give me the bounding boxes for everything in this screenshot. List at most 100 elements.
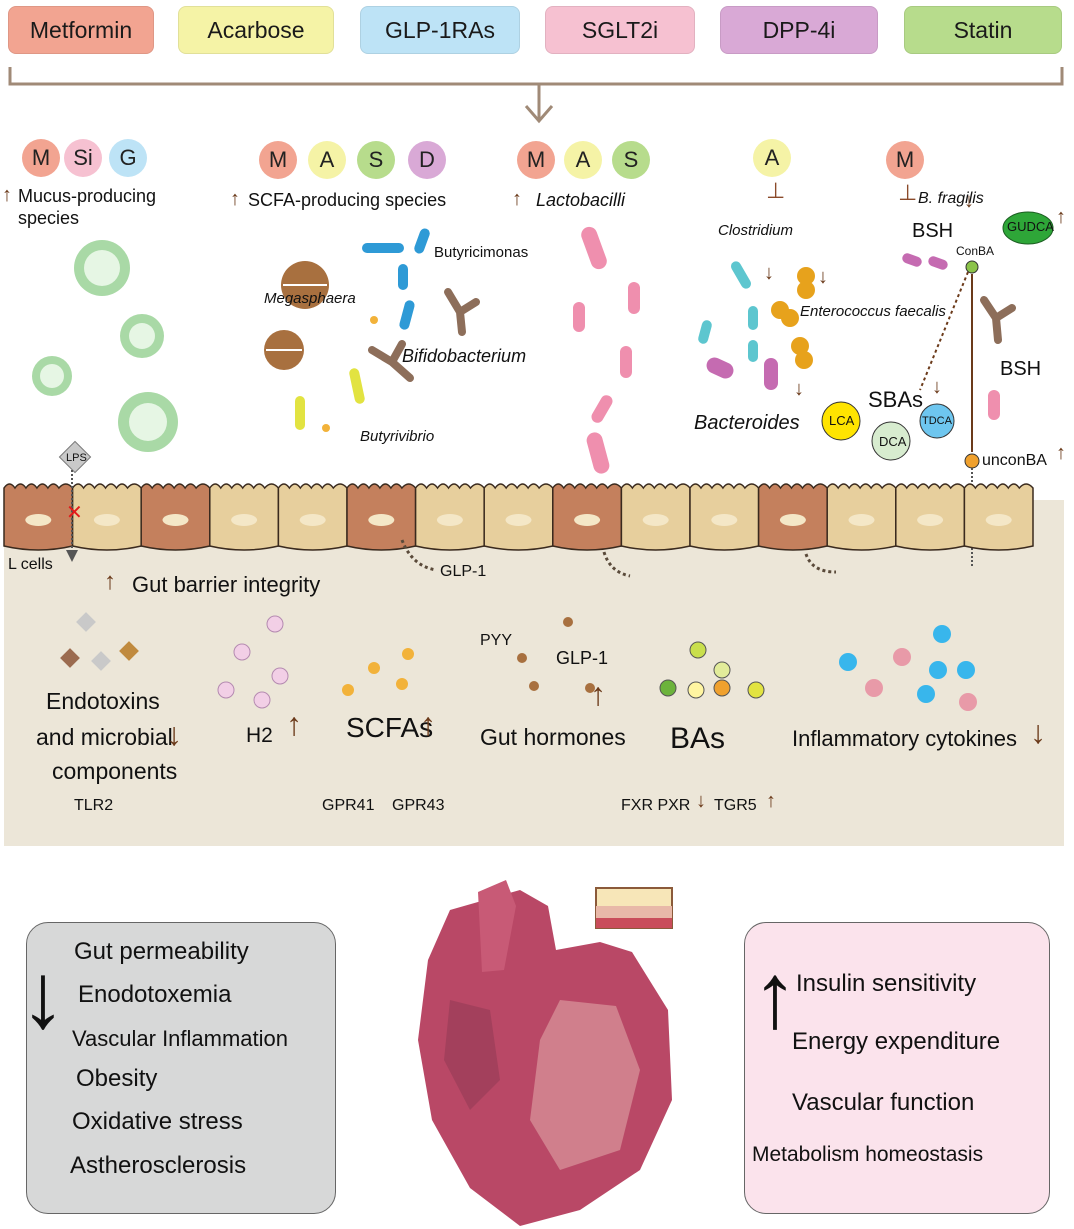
hormones-up-arrow: ↑ (590, 676, 606, 712)
lca-label: LCA (829, 413, 855, 428)
bile-graphics (821, 211, 1054, 566)
lacto-label: Lactobacilli (536, 190, 626, 210)
increase-item-2: Energy expenditure (792, 1028, 1001, 1055)
mucus-label-2: species (18, 208, 80, 228)
lps-marker (58, 440, 92, 562)
drug-metformin: Metformin (8, 6, 154, 54)
bsh-top-label: BSH (912, 220, 954, 242)
unconba-label: unconBA (982, 452, 1047, 469)
mucus-circle-m: M (22, 139, 60, 177)
species-butyricimonas: Butyricimonas (434, 244, 529, 261)
decrease-item-1: Gut permeability (74, 938, 249, 965)
clos-circle-a: A (753, 139, 791, 177)
cell-nucleus (505, 514, 532, 526)
lacto-up-arrow: ↑ (512, 188, 522, 210)
drug-statin: Statin (904, 6, 1062, 54)
endotoxins-line1: Endotoxins (46, 688, 160, 714)
hormones-label: Gut hormones (480, 724, 626, 750)
dca-label: DCA (879, 434, 907, 449)
increase-outcomes-box (744, 922, 1050, 1214)
bacteroides-down: ↓ (794, 378, 804, 400)
decrease-item-4: Obesity (76, 1065, 158, 1092)
other-bacteria (698, 261, 815, 390)
frag-down-arrow: ↓ (964, 190, 974, 212)
species-bifidobacterium: Bifidobacterium (402, 346, 527, 366)
glp1-epithelium-label: GLP-1 (440, 563, 487, 580)
cell-nucleus (162, 514, 189, 526)
clos-down-1: ↓ (764, 262, 774, 284)
species-butyrivibrio: Butyrivibrio (360, 428, 435, 445)
scfa-label: SCFA-producing species (248, 190, 447, 210)
tgr5-up-arrow: ↑ (766, 790, 776, 812)
lacto-circle-m: M (517, 141, 555, 179)
decrease-arrow: ↓ (20, 945, 66, 1047)
scfa-circle-d: D (408, 141, 446, 179)
species-enterococcus: Enterococcus faecalis (800, 303, 946, 320)
cell-nucleus (93, 514, 120, 526)
cell-nucleus (711, 514, 738, 526)
endotoxins-down-arrow: ↓ (166, 716, 182, 752)
tdca-label: TDCA (922, 415, 952, 427)
gudca-label: GUDCA (1007, 219, 1054, 234)
heart-illustration (418, 880, 672, 1226)
h2-up-arrow: ↑ (286, 706, 302, 742)
increase-item-3: Vascular function (792, 1089, 975, 1116)
unconba-up-arrow: ↑ (1056, 442, 1066, 464)
fxr-pxr-label: FXR PXR (621, 797, 691, 814)
lacto-circle-s: S (612, 141, 650, 179)
clos-inhibit: ⊥ (766, 178, 786, 203)
decrease-item-2: Enodotoxemia (78, 981, 232, 1008)
species-megasphaera: Megasphaera (264, 290, 356, 307)
endotoxins-line2: and microbial (36, 724, 173, 750)
bracket-arrow-head (524, 105, 554, 124)
lacto-circle-a: A (564, 141, 602, 179)
sbas-down-arrow: ↓ (932, 376, 942, 398)
cell-nucleus (917, 514, 944, 526)
tlr2-label: TLR2 (74, 797, 114, 814)
gudca-up-arrow: ↑ (1056, 206, 1066, 228)
scfas-up-arrow: ↑ (420, 706, 436, 742)
conba-label: ConBA (956, 244, 995, 258)
scfa-circle-m: M (259, 141, 297, 179)
decrease-outcomes-box (26, 922, 336, 1214)
barrier-up-arrow: ↑ (104, 568, 116, 595)
pyy-label: PYY (480, 632, 513, 649)
decrease-item-6: Astherosclerosis (70, 1152, 247, 1179)
cell-nucleus (848, 514, 875, 526)
h2-label: H2 (246, 724, 273, 747)
drug-acarbose: Acarbose (178, 6, 334, 54)
frag-circle-m: M (886, 141, 924, 179)
scfa-up-arrow: ↑ (230, 188, 240, 210)
lps-block-x: ✕ (66, 502, 83, 524)
scfa-circle-a: A (308, 141, 346, 179)
lumen-panel (4, 500, 1064, 846)
epithelial-cells (3, 483, 1034, 551)
mucus-label-1: Mucus-producing (18, 186, 157, 206)
mucus-circle-si: Si (64, 139, 102, 177)
fxr-down-arrow: ↓ (696, 790, 706, 812)
cell-nucleus (436, 514, 463, 526)
frag-inhibit: ⊥ (898, 180, 918, 205)
cell-nucleus (642, 514, 669, 526)
tgr5-label: TGR5 (714, 797, 757, 814)
artery-icon (595, 887, 673, 929)
mucus-up-arrow: ↑ (2, 184, 12, 206)
cytokines-label: Inflammatory cytokines (792, 726, 1017, 751)
cell-nucleus (985, 514, 1012, 526)
cell-nucleus (574, 514, 601, 526)
glp1-chains (400, 539, 837, 578)
frag-label: B. fragilis (918, 190, 984, 207)
l-cells-label: L cells (8, 556, 53, 573)
cytokines-down-arrow: ↓ (1030, 714, 1046, 750)
cell-nucleus (299, 514, 326, 526)
scfa-circle-s: S (357, 141, 395, 179)
species-bacteroides: Bacteroides (694, 412, 800, 434)
increase-item-1: Insulin sensitivity (796, 970, 977, 997)
lps-label: LPS (66, 452, 87, 464)
drug-sglt2i: SGLT2i (545, 6, 695, 54)
bsh-right-label: BSH (1000, 358, 1042, 380)
gpr43-label: GPR43 (392, 797, 445, 814)
cell-nucleus (779, 514, 806, 526)
drug-bracket (8, 67, 1064, 86)
